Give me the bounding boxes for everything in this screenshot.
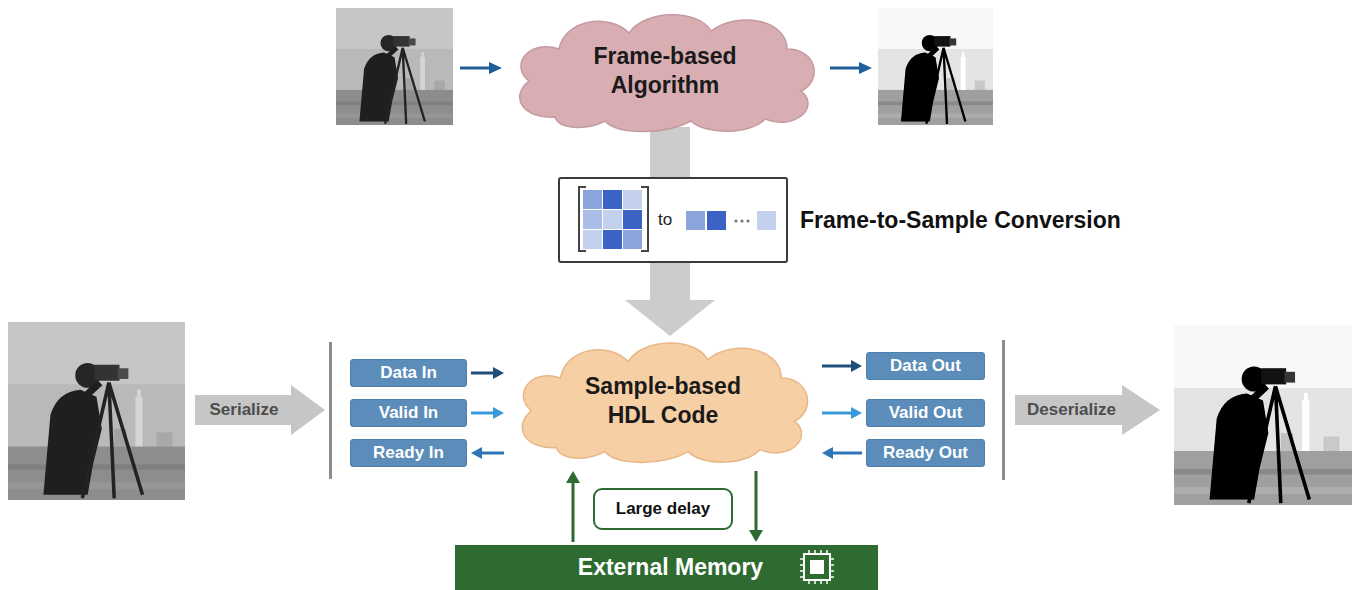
connector-line xyxy=(481,452,504,455)
connector xyxy=(471,407,504,419)
output-image xyxy=(1174,325,1352,505)
cell xyxy=(623,210,642,229)
cell xyxy=(583,230,602,249)
node-label: Frame-based Algorithm xyxy=(578,42,753,100)
interface-bar xyxy=(329,342,332,479)
matrix-icon xyxy=(579,187,648,251)
node-label: Data In xyxy=(380,362,437,383)
arrow-head xyxy=(493,367,504,379)
bracket xyxy=(641,187,648,251)
arrow-head xyxy=(625,300,715,336)
node-label: Data Out xyxy=(890,355,961,376)
node-label: Ready Out xyxy=(883,442,968,463)
connector xyxy=(822,360,862,372)
signal-box: Data In xyxy=(350,359,467,387)
conversion-heading: Frame-to-Sample Conversion xyxy=(800,206,1121,235)
bracket xyxy=(579,187,586,251)
connector-line xyxy=(822,412,852,415)
node-label: Large delay xyxy=(616,498,711,519)
chip-pins xyxy=(800,550,834,584)
photo xyxy=(336,8,453,125)
node-label: Valid In xyxy=(379,402,439,423)
arrow-head xyxy=(851,360,862,372)
node-label: Valid Out xyxy=(889,402,963,423)
dot xyxy=(740,219,743,222)
connector xyxy=(471,447,504,459)
cloud-outline xyxy=(520,15,814,132)
input-image xyxy=(336,8,453,125)
signal-box: Ready In xyxy=(350,439,467,467)
node-label: Serialize xyxy=(210,399,279,420)
connector xyxy=(822,407,862,419)
node-label: Sample-based HDL Code xyxy=(576,372,751,430)
connector xyxy=(822,447,862,459)
connector xyxy=(566,471,580,542)
connector-line xyxy=(572,482,575,542)
output-image xyxy=(878,8,993,125)
cell xyxy=(757,211,776,230)
connector-line xyxy=(755,471,758,531)
chip-icon xyxy=(800,550,834,584)
connector-line xyxy=(471,412,494,415)
signal-box: Data Out xyxy=(866,352,985,380)
cell xyxy=(603,230,622,249)
signal-box: Valid Out xyxy=(866,399,985,427)
cell xyxy=(583,190,602,209)
cloud-shape xyxy=(505,5,825,137)
chip-core xyxy=(810,560,824,574)
arrow-head xyxy=(749,530,763,542)
cloud-outline xyxy=(522,343,807,462)
node-label: Deserialize xyxy=(1027,399,1116,420)
flow-arrow-line xyxy=(830,67,861,70)
chip-body xyxy=(804,554,830,580)
deserialize-arrow: Deserialize xyxy=(1015,385,1160,435)
connector xyxy=(749,471,763,542)
arrow-head xyxy=(489,62,502,74)
interface-bar xyxy=(1002,340,1005,480)
photo xyxy=(8,322,185,500)
dot xyxy=(746,219,749,222)
photo xyxy=(878,8,993,125)
dot xyxy=(734,219,737,222)
connector xyxy=(471,367,504,379)
node-label: Ready In xyxy=(373,442,444,463)
connector xyxy=(625,253,715,336)
arrow-head xyxy=(822,447,833,459)
cell xyxy=(623,230,642,249)
block-arrow xyxy=(1015,385,1160,435)
flow-arrow-line xyxy=(460,67,491,70)
cloud-shape xyxy=(508,333,818,468)
arrow-head xyxy=(859,62,872,74)
photo xyxy=(1174,325,1352,505)
connector-line xyxy=(832,452,862,455)
cell xyxy=(583,210,602,229)
arrow-head xyxy=(851,407,862,419)
cell xyxy=(686,211,705,230)
cell xyxy=(623,190,642,209)
input-image xyxy=(8,322,185,500)
signal-box: Valid In xyxy=(350,399,467,427)
memory-bar: External Memory xyxy=(455,545,878,590)
delay-box: Large delay xyxy=(593,488,733,530)
signal-box: Ready Out xyxy=(866,439,985,467)
serialize-arrow: Serialize xyxy=(195,385,325,435)
node-label: External Memory xyxy=(578,553,763,582)
node-label: to xyxy=(658,209,672,230)
arrow-head xyxy=(566,471,580,483)
block-arrow xyxy=(195,385,325,435)
cell xyxy=(707,211,726,230)
hdl-cloud: Sample-based HDL Code xyxy=(508,333,818,468)
conversion-box: toFrame-to-Sample Conversion xyxy=(558,177,788,263)
arrow-head xyxy=(471,447,482,459)
arrow-head xyxy=(493,407,504,419)
algorithm-cloud: Frame-based Algorithm xyxy=(505,5,825,137)
cell xyxy=(603,190,622,209)
sample-stream-icon xyxy=(686,211,776,230)
connector-line xyxy=(822,365,852,368)
connector-line xyxy=(471,372,494,375)
cell xyxy=(603,210,622,229)
